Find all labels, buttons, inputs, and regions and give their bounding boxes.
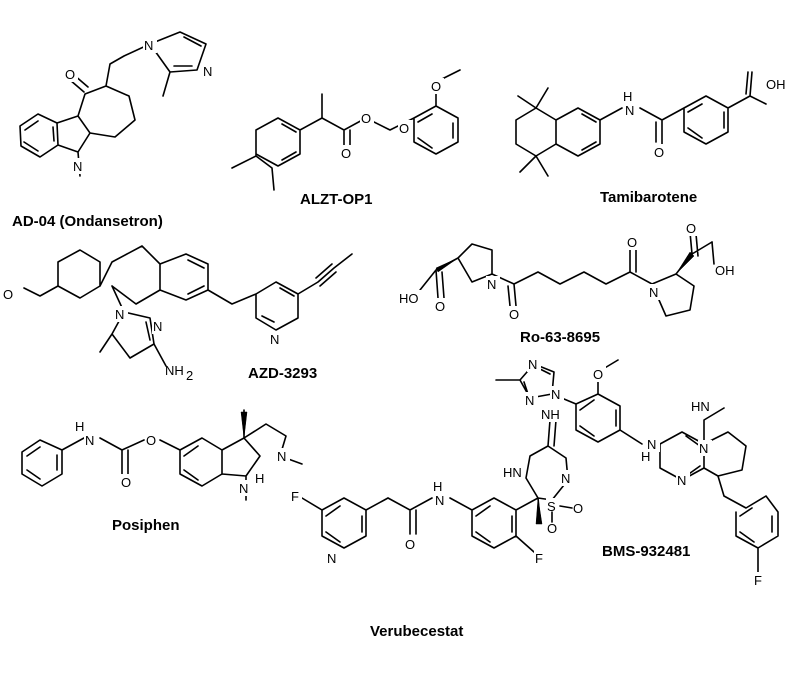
atom-label: O [65,67,75,82]
atom-label: O [547,521,557,536]
atom-label: H [641,449,650,464]
atom-label: N [327,551,336,566]
structure-ro-63-8695: HO O N O O N OH O Ro-63-8695 [398,220,738,346]
atom-label: O [627,235,637,250]
atom-label: F [754,573,762,588]
atom-label: O [405,537,415,552]
atom-label: O [146,433,156,448]
atom-label: O [361,111,371,126]
atom-label: OH [766,77,786,92]
atom-label: N [525,393,534,408]
bond-amine-azd [153,343,167,367]
atom-label: O [121,475,131,490]
atom-label: N [85,433,94,448]
atom-label: HO [399,291,419,306]
atom-label: O [399,121,409,136]
bond-sulfonyl [551,505,573,523]
atom-label: F [291,489,299,504]
atom-label: O [431,79,441,94]
atom-labels-verubecestat: F N O H N NH HN N S O O F [290,406,586,566]
atom-label: O [654,145,664,160]
atom-label: NH [165,363,184,378]
compound-name-ro-63-8695: Ro-63-8695 [520,329,600,346]
atom-labels-posiphen: H N O O N N H [74,418,290,496]
atom-label: N [239,481,248,496]
atom-label: O [341,146,351,161]
bond-ro63-oh [711,241,715,265]
compound-name-bms-932481: BMS-932481 [602,543,690,560]
stereo-wedge-verubecestat [535,497,543,525]
atom-label: N [487,277,496,292]
structure-posiphen: H N O O N N H Posiphen [21,409,303,534]
atom-label: N [677,473,686,488]
atom-label: S [547,499,556,514]
structure-ondansetron: O N N N AD-04 (Ondansetron) [12,31,216,230]
atom-labels-ondansetron: O N N N [64,37,216,174]
compound-name-ondansetron: AD-04 (Ondansetron) [12,213,163,230]
atom-label: N [144,38,153,53]
stereo-wedge-posiphen [240,411,248,439]
atom-labels-azd-3293: O N N NH 2 N [2,286,283,383]
atom-label: N [699,441,708,456]
bonds-bms-932481 [495,359,779,573]
atom-label: H [433,479,442,494]
atom-label: O [593,367,603,382]
atom-label: N [561,471,570,486]
compound-name-azd-3293: AZD-3293 [248,365,317,382]
bonds-posiphen [21,409,303,501]
atom-label: N [435,493,444,508]
atom-label: N [551,387,560,402]
atom-label: N [277,449,286,464]
atom-label: O [573,501,583,516]
compound-name-verubecestat: Verubecestat [370,623,463,640]
compound-name-tamibarotene: Tamibarotene [600,189,697,206]
atom-label: OH [715,263,735,278]
atom-label-subscript: 2 [186,368,193,383]
atom-label: H [255,471,264,486]
structure-verubecestat: F N O H N NH HN N S O O F Verubecestat [290,406,586,640]
atom-label: O [435,299,445,314]
structure-bms-932481: N N N O HN N N H N F BMS-932481 [495,356,779,588]
bonds-azd-3293 [23,245,353,359]
atom-labels-bms-932481: N N N O HN N N H N F [524,356,765,588]
atom-label: O [3,287,13,302]
structure-azd-3293: O N N NH 2 N AZD-3293 [2,245,353,383]
atom-labels-tamibarotene: H N O OH [622,76,789,160]
atom-label: N [528,357,537,372]
structure-tamibarotene: H N O OH Tamibarotene [515,71,789,206]
atom-label: N [153,319,162,334]
atom-label: O [509,307,519,322]
bonds-tamibarotene [515,71,767,177]
compound-name-posiphen: Posiphen [112,517,180,534]
bonds-ondansetron [19,31,207,177]
atom-label: H [623,89,632,104]
atom-label: O [686,221,696,236]
atom-labels-ro-63-8695: HO O N O O N OH O [398,220,738,322]
atom-label: N [647,437,656,452]
atom-labels-alzt-op1: O O O O [340,78,444,161]
structure-alzt-op1: O O O O ALZT-OP1 [231,69,461,208]
compound-name-alzt-op1: ALZT-OP1 [300,191,373,208]
atom-label: H [75,419,84,434]
bonds-ro-63-8695 [419,231,713,317]
atom-label: F [535,551,543,566]
stereo-wedge-ro63-left [435,257,459,273]
atom-label: N [73,159,82,174]
bonds-alzt-op1 [231,69,461,191]
stereo-wedge-ro63-right [675,251,695,275]
atom-label: HN [503,465,522,480]
atom-label: N [115,307,124,322]
atom-label: HN [691,399,710,414]
atom-label: N [270,332,279,347]
atom-label: NH [541,407,560,422]
atom-label: N [649,285,658,300]
atom-label: N [625,103,634,118]
atom-label: N [203,64,212,79]
